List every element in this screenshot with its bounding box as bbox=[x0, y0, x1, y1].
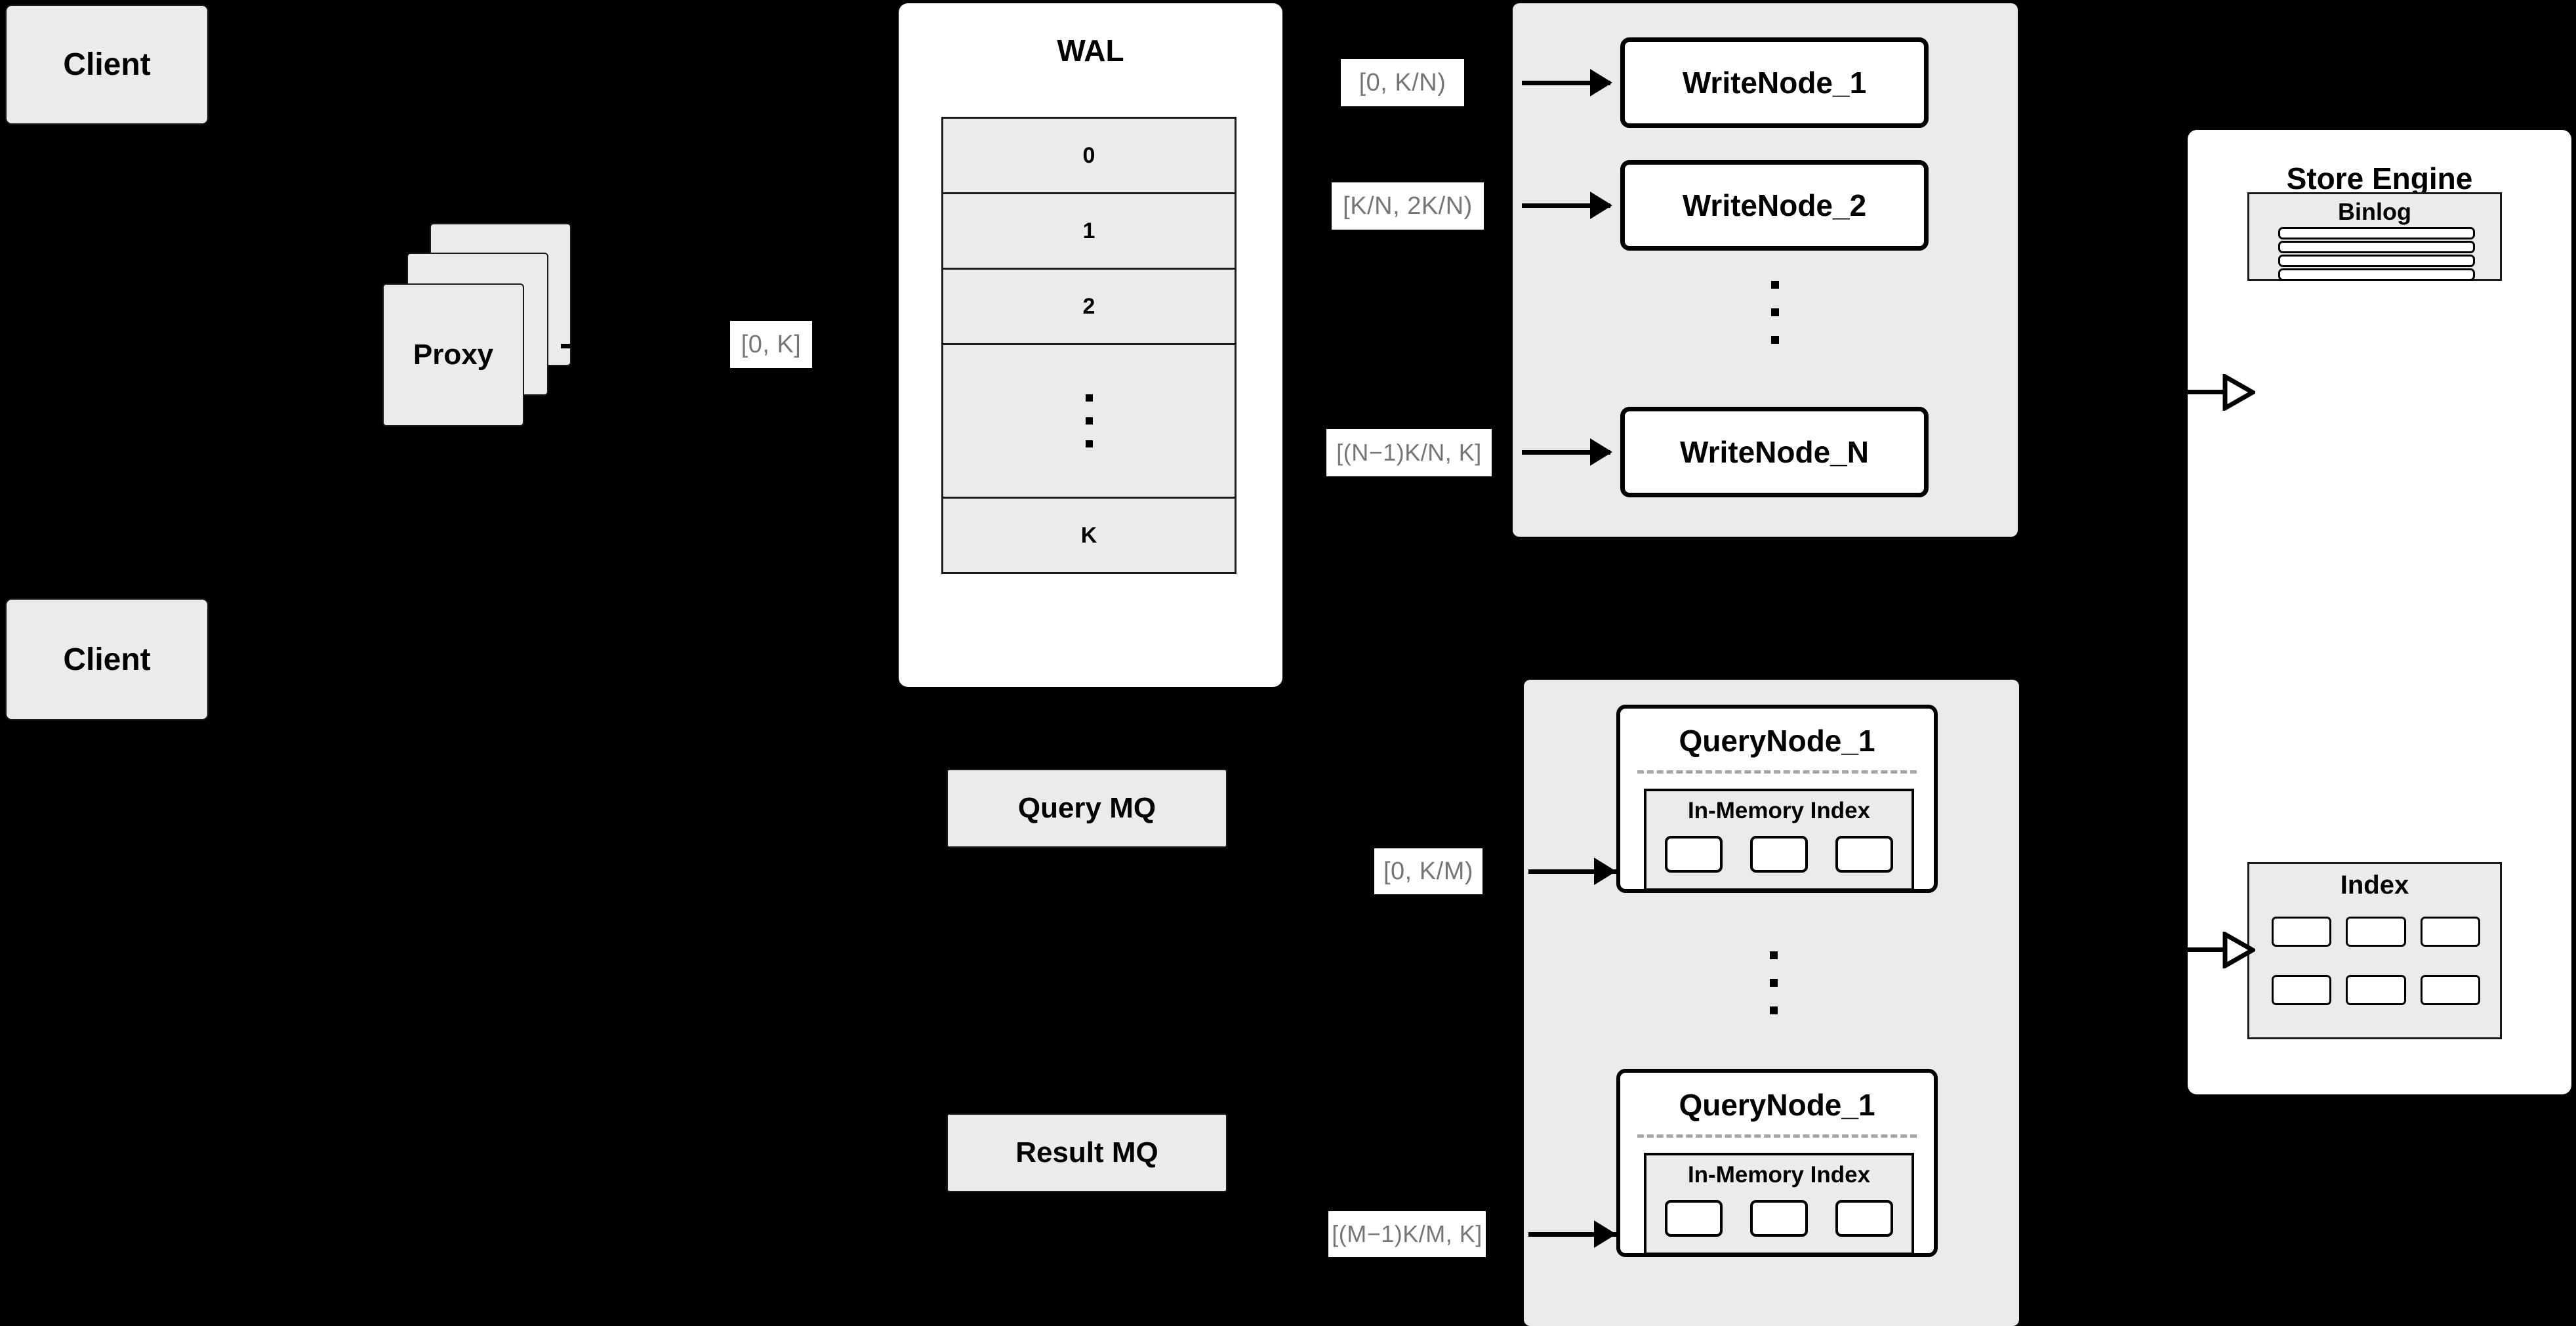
arrow-head-index bbox=[2222, 932, 2255, 968]
query-node-1[interactable]: QueryNode_1 In-Memory Index bbox=[1616, 705, 1938, 893]
binlog-title: Binlog bbox=[2338, 198, 2411, 225]
in-memory-index-1-title: In-Memory Index bbox=[1687, 798, 1871, 823]
edge-label-write-1: [0, K/N) bbox=[1341, 59, 1464, 106]
client-label-2: Client bbox=[63, 642, 151, 677]
index-chip[interactable] bbox=[1835, 1200, 1893, 1237]
edge-label-query-1: [0, K/M) bbox=[1374, 848, 1482, 894]
index-title: Index bbox=[2340, 871, 2409, 900]
index-segment[interactable] bbox=[2272, 917, 2332, 947]
query-node-m-separator bbox=[1637, 1134, 1917, 1138]
arrow-line-write-2 bbox=[1522, 203, 1610, 208]
ellipsis-dot bbox=[1771, 308, 1779, 316]
index-segment[interactable] bbox=[2346, 975, 2406, 1005]
result-mq-label: Result MQ bbox=[1015, 1136, 1158, 1169]
index-chip[interactable] bbox=[1835, 836, 1893, 873]
index-segment[interactable] bbox=[2346, 917, 2406, 947]
arrow-head-write-1 bbox=[1590, 69, 1612, 96]
edge-label-write-n: [(N−1)K/N, K] bbox=[1326, 429, 1492, 476]
wal-entry-table: 0 1 2 K bbox=[941, 117, 1237, 574]
query-cluster-ellipsis bbox=[1766, 951, 1782, 1014]
edge-label-proxy-to-wal: [0, K] bbox=[730, 321, 812, 368]
ellipsis-dot bbox=[1085, 440, 1093, 447]
edge-label-write-2: [K/N, 2K/N) bbox=[1332, 182, 1484, 230]
in-memory-index-m: In-Memory Index bbox=[1644, 1153, 1914, 1255]
wal-row-1[interactable]: 1 bbox=[943, 194, 1235, 270]
client-box-2[interactable]: Client bbox=[5, 598, 209, 720]
wal-row-0[interactable]: 0 bbox=[943, 119, 1235, 194]
arrow-head-query-1 bbox=[1594, 858, 1616, 885]
ellipsis-dot bbox=[1085, 394, 1093, 402]
write-cluster-ellipsis bbox=[1767, 281, 1783, 344]
index-chip[interactable] bbox=[1750, 1200, 1808, 1237]
proxy-label: Proxy bbox=[413, 339, 494, 371]
ellipsis-dot bbox=[1771, 281, 1779, 289]
index-chip[interactable] bbox=[1665, 1200, 1723, 1237]
query-node-1-separator bbox=[1637, 770, 1917, 774]
write-node-1[interactable]: WriteNode_1 bbox=[1620, 37, 1929, 128]
query-mq-box[interactable]: Query MQ bbox=[947, 769, 1227, 848]
arrow-line-query-1 bbox=[1528, 869, 1617, 874]
ellipsis-dot bbox=[1770, 951, 1778, 959]
arrow-line-write-n bbox=[1522, 450, 1610, 455]
wal-row-k[interactable]: K bbox=[943, 499, 1235, 572]
edge-label-query-m: [(M−1)K/M, K] bbox=[1328, 1211, 1486, 1257]
arrow-head-binlog bbox=[2222, 374, 2255, 411]
arrow-line-write-1 bbox=[1522, 81, 1610, 85]
write-node-n-label: WriteNode_N bbox=[1680, 435, 1869, 469]
binlog-entry[interactable] bbox=[2278, 255, 2475, 267]
index-segment[interactable] bbox=[2420, 917, 2480, 947]
arrow-line-index bbox=[2188, 947, 2240, 952]
query-node-1-label: QueryNode_1 bbox=[1679, 724, 1875, 758]
write-node-1-label: WriteNode_1 bbox=[1682, 66, 1867, 100]
write-node-n[interactable]: WriteNode_N bbox=[1620, 407, 1929, 497]
wal-row-2[interactable]: 2 bbox=[943, 270, 1235, 345]
in-memory-index-m-title: In-Memory Index bbox=[1687, 1162, 1871, 1188]
index-section: Index bbox=[2247, 862, 2502, 1039]
arrow-head-query-m bbox=[1594, 1220, 1616, 1248]
store-engine-title: Store Engine bbox=[2286, 161, 2473, 196]
ellipsis-dot bbox=[1085, 417, 1093, 425]
ellipsis-dot bbox=[1770, 979, 1778, 987]
wal-row-ellipsis bbox=[943, 345, 1235, 499]
binlog-entry[interactable] bbox=[2278, 268, 2475, 281]
proxy-card-front[interactable]: Proxy bbox=[382, 283, 524, 426]
binlog-entry[interactable] bbox=[2278, 241, 2475, 253]
query-node-m[interactable]: QueryNode_1 In-Memory Index bbox=[1616, 1069, 1938, 1257]
index-segment[interactable] bbox=[2420, 975, 2480, 1005]
write-node-2-label: WriteNode_2 bbox=[1682, 188, 1867, 222]
index-chip[interactable] bbox=[1750, 836, 1808, 873]
proxy-to-wal-connector bbox=[561, 344, 600, 348]
in-memory-index-1: In-Memory Index bbox=[1644, 789, 1914, 891]
ellipsis-dot bbox=[1770, 1006, 1778, 1014]
query-mq-label: Query MQ bbox=[1017, 792, 1156, 824]
arrow-line-query-m bbox=[1528, 1232, 1617, 1237]
client-box-1[interactable]: Client bbox=[5, 5, 209, 125]
query-node-m-label: QueryNode_1 bbox=[1679, 1088, 1875, 1122]
index-segment[interactable] bbox=[2272, 975, 2332, 1005]
result-mq-box[interactable]: Result MQ bbox=[947, 1113, 1227, 1192]
wal-title: WAL bbox=[1057, 33, 1124, 68]
index-chip[interactable] bbox=[1665, 836, 1723, 873]
binlog-section: Binlog bbox=[2247, 192, 2502, 281]
arrow-head-write-2 bbox=[1590, 192, 1612, 219]
arrow-head-write-n bbox=[1590, 438, 1612, 466]
ellipsis-dot bbox=[1771, 336, 1779, 344]
binlog-entry[interactable] bbox=[2278, 227, 2475, 239]
write-node-2[interactable]: WriteNode_2 bbox=[1620, 160, 1929, 251]
arrow-line-binlog bbox=[2188, 390, 2240, 394]
client-label-1: Client bbox=[63, 47, 151, 82]
